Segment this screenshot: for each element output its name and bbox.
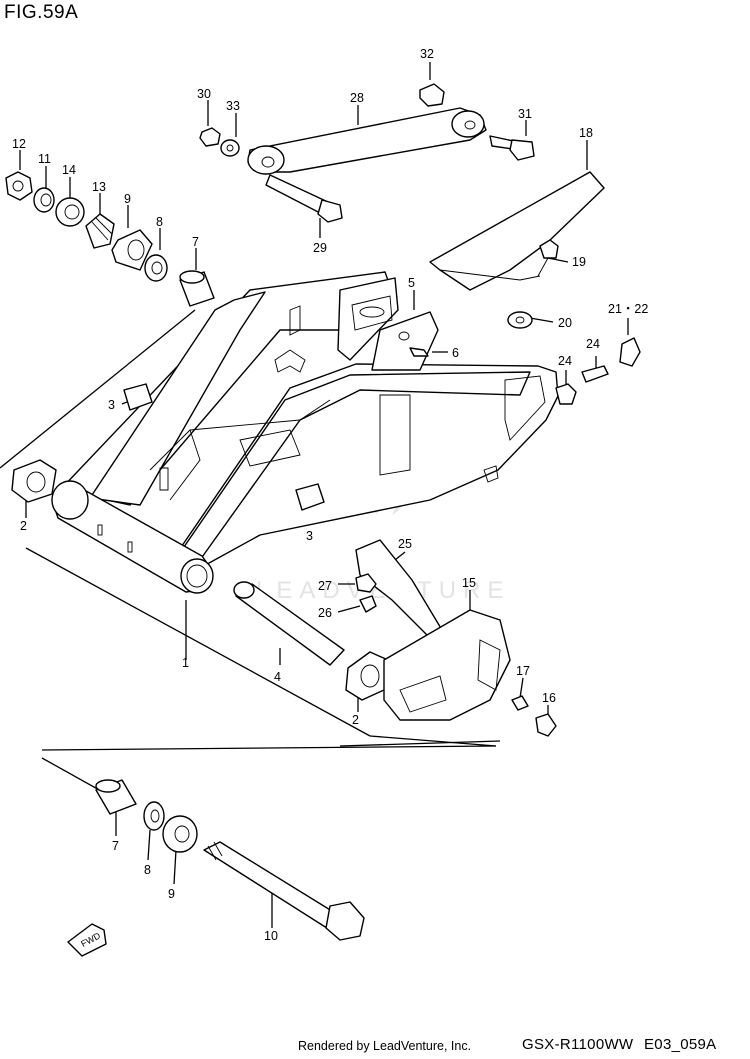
screw-19-part [537,239,559,277]
washer-8-lower-part [143,801,165,831]
callout-24-right: 24 [586,337,600,351]
bearing-2-left-part [11,459,57,503]
bearing-9-part [111,229,153,271]
spacer-3-upper-part [123,383,153,411]
washer-20-part [507,311,533,329]
callout-33: 33 [226,99,240,113]
callout-21-22: 21・22 [608,302,648,316]
washer-11-part [33,187,55,213]
callout-14: 14 [62,163,76,177]
callout-20: 20 [558,316,572,330]
fwd-arrow-icon: FWD [67,923,107,957]
callout-29: 29 [313,241,327,255]
torque-rod-part [247,107,487,175]
callout-18: 18 [579,126,593,140]
callout-32: 32 [420,47,434,61]
figure-title: FIG.59A [4,2,79,23]
collar-7-lower-part [95,779,137,815]
bolt-29-part [265,174,343,223]
callout-19: 19 [572,255,586,269]
callout-13: 13 [92,180,106,194]
callout-2-right: 2 [352,713,359,727]
footer-code: E03_059A [644,1036,717,1053]
callout-30: 30 [197,87,211,101]
axle-bolt-10-part [203,841,365,941]
nut-32-part [419,83,445,107]
collar-17-part [511,695,529,711]
screw-27-part [355,573,377,593]
callout-3-lower: 3 [306,529,313,543]
callout-labels: 30 33 28 32 31 18 12 11 14 13 9 8 7 29 1… [12,47,648,943]
screw-26-part [359,595,377,613]
nut-12-part [5,171,33,201]
callout-15: 15 [462,576,476,590]
spacer-3-lower-part [295,483,325,511]
washer-33-part [220,139,240,157]
callout-9: 9 [124,192,131,206]
nut-21-22-part [619,337,641,367]
footer-model: GSX-R1100WW [522,1036,634,1053]
bearing-13-part [85,213,115,249]
callout-24-left: 24 [558,354,572,368]
bolt-6-part [409,347,429,357]
callout-8: 8 [156,215,163,229]
footer-rendered-by: Rendered by LeadVenture, Inc. [298,1039,472,1053]
callout-9-lower: 9 [168,887,175,901]
callout-2-left: 2 [20,519,27,533]
callout-17: 17 [516,664,530,678]
callout-7-lower: 7 [112,839,119,853]
callout-8-lower: 8 [144,863,151,877]
washer-8-part [144,254,168,282]
nut-30-part [199,127,221,147]
seal-14-part [55,197,85,227]
leader-lines [0,62,629,928]
callout-31: 31 [518,107,532,121]
callout-27: 27 [318,579,332,593]
callout-6: 6 [452,346,459,360]
swingarm-part [51,271,559,594]
callout-28: 28 [350,91,364,105]
chain-guard-part [429,171,605,291]
callout-10: 10 [264,929,278,943]
callout-11: 11 [38,152,51,166]
pivot-tube-4-part [233,581,345,666]
bearing-2-right-part [345,651,389,701]
chain-buffer-15-part [383,609,511,721]
washer-9-lower-part [162,815,198,853]
bolt-24-part [555,365,609,405]
callout-12: 12 [12,137,26,151]
callout-7: 7 [192,235,199,249]
callout-16: 16 [542,691,556,705]
bolt-16-part [535,713,557,737]
callout-4: 4 [274,670,281,684]
callout-26: 26 [318,606,332,620]
callout-1: 1 [182,656,189,670]
callout-25: 25 [398,537,412,551]
callout-3-upper: 3 [108,398,115,412]
collar-7-part [179,270,215,307]
bolt-31-part [489,135,535,161]
callout-5: 5 [408,276,415,290]
